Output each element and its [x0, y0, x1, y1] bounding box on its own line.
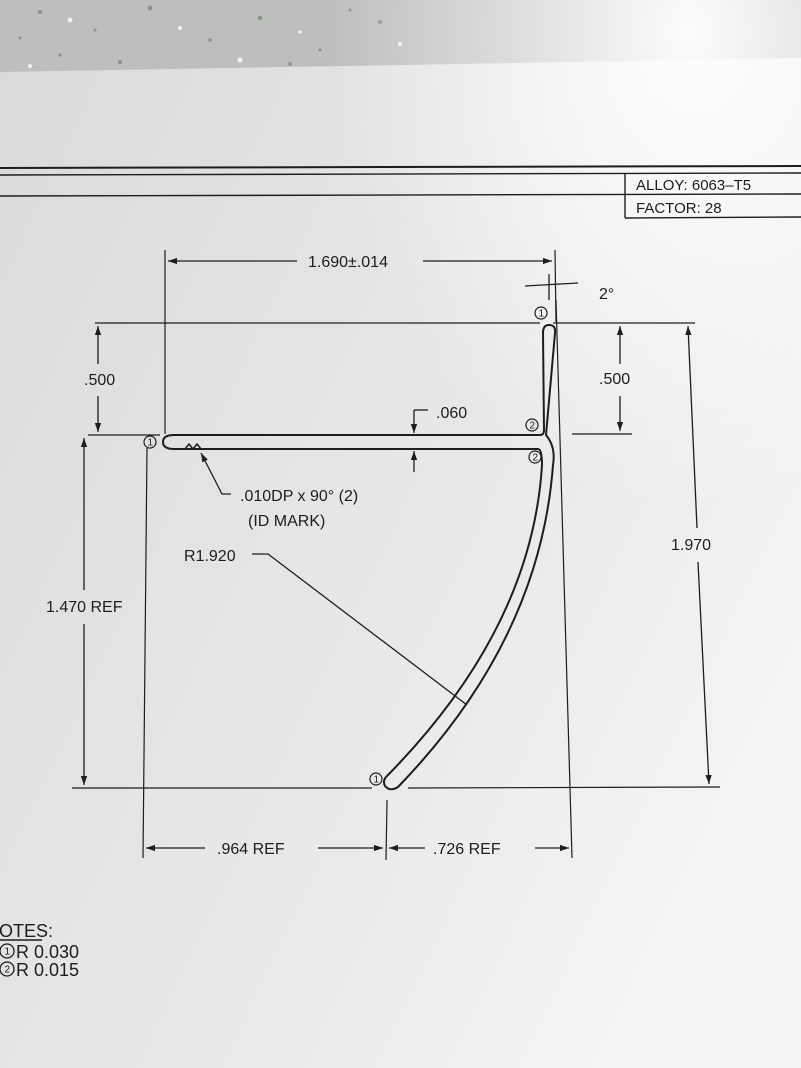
total-height-dim-bottom: [697, 561, 712, 785]
profile-outline: [162, 324, 557, 791]
dimension-lines: [80, 257, 712, 852]
id-mark-dimension: .010DP x 90° (2): [240, 488, 358, 505]
angle-dimension: 2°: [599, 286, 614, 303]
bottom-right-dimension: .726 REF: [433, 841, 501, 858]
callout-1-top: 1: [534, 306, 548, 320]
notes-heading: OTES:: [0, 921, 53, 941]
title-block: [0, 165, 801, 219]
angle-dim: [524, 282, 579, 287]
width-dimension: 1.690±.014: [308, 254, 388, 271]
total-height-dimension: 1.970: [671, 537, 711, 554]
bottom-left-dimension: .964 REF: [217, 841, 285, 858]
callout-2-upper: 2: [525, 418, 539, 432]
upper-right-dimension: .500: [599, 371, 630, 388]
svg-text:1: 1: [539, 309, 545, 320]
id-mark-leader: [200, 452, 231, 495]
svg-text:1: 1: [5, 947, 11, 958]
extension-lines: [72, 249, 721, 861]
left-height-dimension: 1.470 REF: [46, 599, 123, 616]
factor-label: FACTOR: 28: [636, 200, 722, 217]
id-mark-label: (ID MARK): [248, 513, 325, 530]
svg-text:2: 2: [533, 453, 539, 464]
thickness-dimension: .060: [436, 405, 467, 422]
svg-text:1: 1: [148, 438, 154, 449]
radius-leader: [252, 553, 468, 706]
svg-text:2: 2: [5, 965, 11, 976]
callout-2-lower: 2: [528, 450, 542, 464]
notes-section: OTES: 1 R 0.030 2 R 0.015: [0, 921, 79, 980]
svg-text:2: 2: [530, 421, 536, 432]
alloy-label: ALLOY: 6063–T5: [636, 177, 751, 194]
note-1: R 0.030: [16, 942, 79, 962]
callout-1-left: 1: [143, 435, 157, 449]
id-mark-groove: [184, 443, 202, 450]
callout-1-bottom: 1: [369, 772, 383, 786]
total-height-dim-top: [685, 325, 698, 529]
upper-left-dimension: .500: [84, 372, 115, 389]
radius-dimension: R1.920: [184, 548, 236, 565]
note-2-callout: 2: [0, 961, 15, 977]
svg-text:1: 1: [374, 775, 380, 786]
extrusion-profile: [162, 324, 557, 791]
note-2: R 0.015: [16, 960, 79, 980]
note-1-callout: 1: [0, 943, 15, 959]
